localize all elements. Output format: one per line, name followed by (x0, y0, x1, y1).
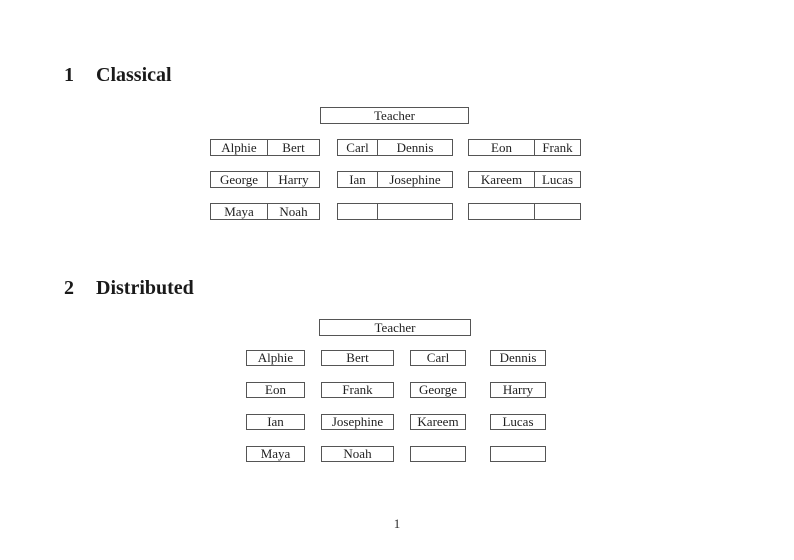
seat-cell: Maya (211, 204, 268, 219)
desk-pair (468, 203, 581, 220)
desk-pair (337, 203, 453, 220)
seat-cell: Carl (338, 140, 378, 155)
seat-cell: Kareem (469, 172, 535, 187)
seat-box (410, 446, 466, 462)
seat-box: Carl (410, 350, 466, 366)
seat-box: Alphie (246, 350, 305, 366)
seat-cell: George (211, 172, 268, 187)
teacher-box: Teacher (319, 319, 471, 336)
desk-pair: Ian Josephine (337, 171, 453, 188)
seat-cell: Josephine (389, 172, 441, 187)
seat-cell: Ian (338, 172, 378, 187)
desk-pair: Maya Noah (210, 203, 320, 220)
seat-box: Lucas (490, 414, 546, 430)
seat-box: Bert (321, 350, 394, 366)
seat-cell: Alphie (211, 140, 268, 155)
seat-cell (469, 204, 535, 219)
seat-box: Eon (246, 382, 305, 398)
section-title: Distributed (96, 277, 194, 299)
page-number: 1 (393, 516, 401, 531)
seat-box: Maya (246, 446, 305, 462)
seat-box: George (410, 382, 466, 398)
seat-cell: Harry (278, 172, 309, 187)
desk-pair: Eon Frank (468, 139, 581, 156)
seat-box: Kareem (410, 414, 466, 430)
seat-box: Frank (321, 382, 394, 398)
seat-box: Josephine (321, 414, 394, 430)
teacher-box: Teacher (320, 107, 469, 124)
desk-pair: Kareem Lucas (468, 171, 581, 188)
section-title: Classical (96, 64, 172, 86)
section-number: 1 (64, 64, 74, 86)
seat-box: Dennis (490, 350, 546, 366)
seat-cell: Frank (542, 140, 573, 155)
seat-cell: Dennis (396, 140, 434, 155)
section-2-heading: 2 Distributed (64, 277, 194, 300)
section-1-heading: 1 Classical (64, 64, 172, 87)
seat-cell: Bert (282, 140, 305, 155)
seat-box: Ian (246, 414, 305, 430)
desk-pair: Carl Dennis (337, 139, 453, 156)
section-number: 2 (64, 277, 74, 299)
seat-box (490, 446, 546, 462)
desk-pair: Alphie Bert (210, 139, 320, 156)
seat-cell: Noah (279, 204, 308, 219)
seat-cell: Lucas (541, 172, 574, 187)
seat-cell: Eon (469, 140, 535, 155)
seat-cell (378, 204, 452, 219)
seat-box: Harry (490, 382, 546, 398)
desk-pair: George Harry (210, 171, 320, 188)
seat-cell (535, 204, 580, 219)
seat-box: Noah (321, 446, 394, 462)
seat-cell (338, 204, 378, 219)
